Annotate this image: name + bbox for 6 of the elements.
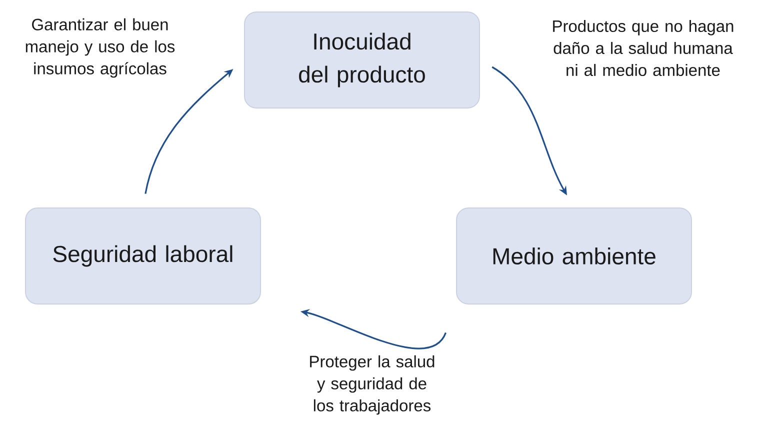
note-text: Proteger la salud y seguridad de los trabajadores <box>310 355 434 415</box>
note-text: Productos que no hagan daño a la salud humana ni al medio ambiente <box>553 20 734 76</box>
note-text: Garantizar el buen manejo y uso de los insumos agrícolas <box>26 18 175 78</box>
process-box: Medio ambiente <box>456 208 692 304</box>
process-box: Seguridad laboral <box>25 208 261 304</box>
process-box: Inocuidad del producto <box>244 12 480 108</box>
